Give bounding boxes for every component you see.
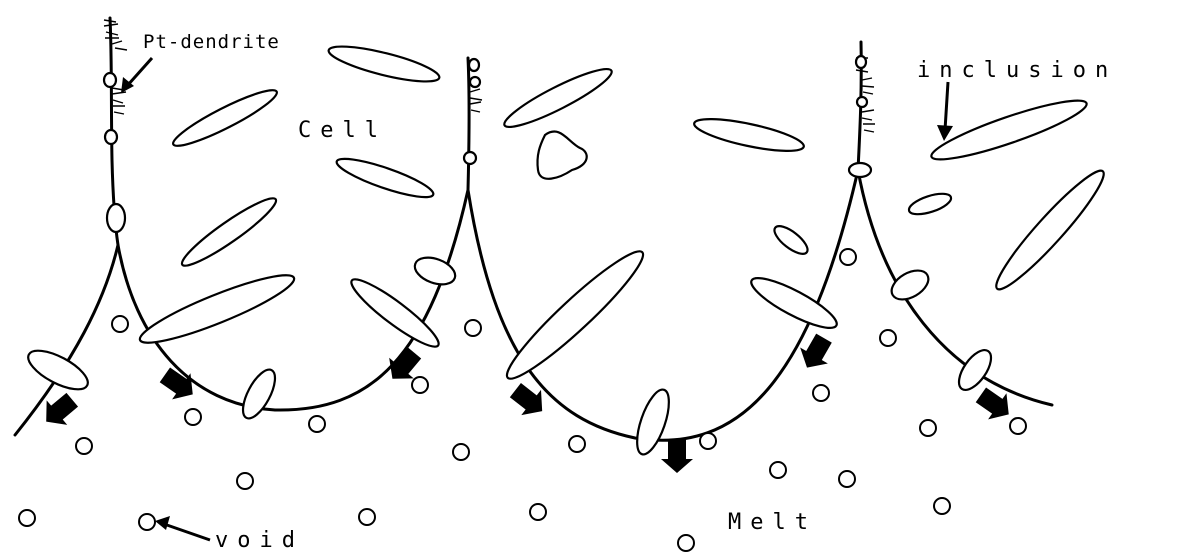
inclusion [177,191,282,273]
growth-arrow-icon [793,330,838,375]
growth-arrow-icon [661,439,693,473]
void [359,509,375,525]
boundary-node [857,97,867,107]
inclusion [23,343,93,397]
inclusion [169,83,281,153]
void [1010,418,1026,434]
void [139,514,155,530]
void [840,249,856,265]
void [76,438,92,454]
growth-arrow-icon [506,378,552,424]
pointer-arrow-icon [937,82,953,141]
void [112,316,128,332]
void [530,504,546,520]
pt-dendrite-middle [470,89,482,112]
boundary-node [856,56,866,68]
void [880,330,896,346]
boundary-node [104,73,116,87]
void [19,510,35,526]
labels: Pt-dendrite Cell inclusion Melt void [143,31,1117,553]
boundary-node [470,77,480,87]
inclusion [953,345,997,395]
void [813,385,829,401]
inclusion [500,61,617,135]
void [770,462,786,478]
void [237,473,253,489]
inclusion [411,253,459,290]
boundary-node [469,59,479,71]
void [453,444,469,460]
boundary-node [464,152,476,164]
label-inclusion: inclusion [917,58,1117,83]
void [934,498,950,514]
inclusion [770,221,811,258]
void [839,471,855,487]
inclusion [326,40,442,89]
void [700,433,716,449]
inclusion [135,265,299,353]
inclusion [907,190,954,219]
pt-dendrite-left [104,20,127,114]
inclusion [537,132,586,179]
growth-arrow-icon [36,387,83,433]
void [309,416,325,432]
void [920,420,936,436]
label-melt: Melt [728,510,817,535]
inclusion [887,265,934,306]
inclusion [692,113,806,158]
label-pt-dendrite: Pt-dendrite [143,31,280,53]
boundary-node [849,163,871,177]
cell-boundary-3 [858,42,1052,405]
inclusion [927,91,1091,169]
label-void: void [215,528,304,553]
boundary-node [107,204,125,232]
inclusion [497,241,652,388]
inclusion [334,152,437,204]
inclusion [237,365,282,423]
void [678,535,694,551]
label-cell: Cell [298,118,387,143]
boundary-node [105,130,117,144]
void [185,409,201,425]
void [412,377,428,393]
inclusion [345,272,444,355]
pointer-arrow-icon [121,58,152,93]
inclusion [987,163,1112,298]
pointer-arrow-icon [155,516,210,540]
void [569,436,585,452]
void [465,320,481,336]
